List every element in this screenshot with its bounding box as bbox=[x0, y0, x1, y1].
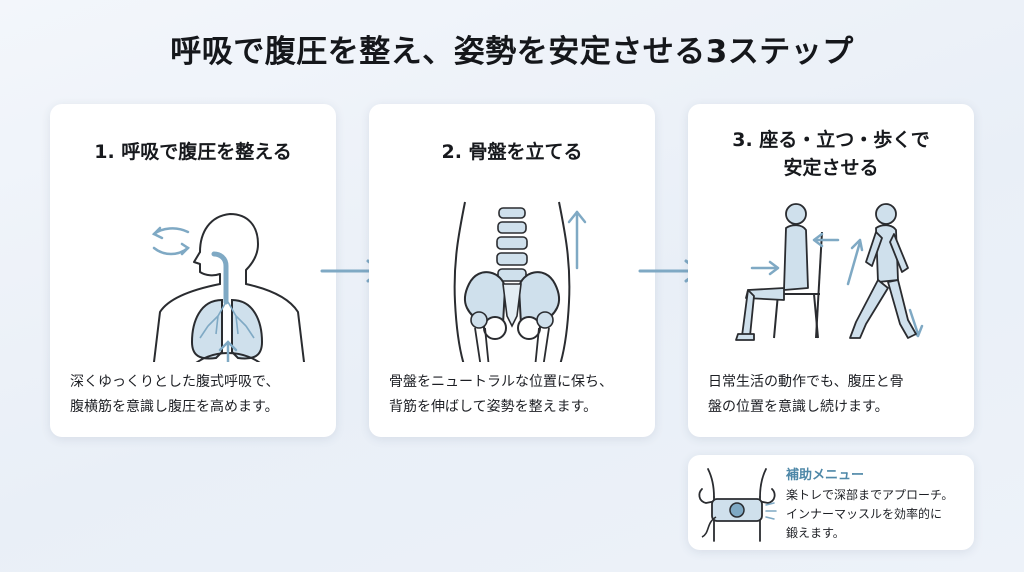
step-card-3: 3. 座る・立つ・歩くで 安定させる bbox=[688, 104, 974, 437]
step-1-description: 深くゆっくりとした腹式呼吸で、 腹横筋を意識し腹圧を高めます。 bbox=[70, 374, 280, 415]
breathing-lungs-icon bbox=[151, 213, 305, 362]
supplement-title: 補助メニュー bbox=[786, 468, 865, 483]
step-3-description: 日常生活の動作でも、腹圧と骨 盤の位置を意識し続けます。 bbox=[708, 374, 904, 415]
step-card-2: 2. 骨盤を立てる 骨盤をニュートラルな位置に保ち、 背筋を伸ばして姿勢を整えま bbox=[369, 104, 655, 437]
step-2-description: 骨盤をニュートラルな位置に保ち、 背筋を伸ばして姿勢を整えます。 bbox=[389, 374, 613, 415]
pelvis-spine-icon bbox=[453, 201, 587, 362]
supplement-card: 補助メニュー 楽トレで深部までアプローチ。 インナーマッスルを効率的に 鍛えます… bbox=[688, 455, 974, 550]
step-2-title: 2. 骨盤を立てる bbox=[441, 141, 583, 163]
page-title: 呼吸で腹圧を整え、姿勢を安定させる3ステップ bbox=[170, 34, 854, 70]
ems-belt-icon bbox=[698, 468, 777, 542]
step-card-1: 1. 呼吸で腹圧を整える 深くゆっくりとした腹式呼吸で、 腹横筋を意識し腹圧を高… bbox=[50, 104, 336, 437]
supplement-description: 楽トレで深部までアプローチ。 インナーマッスルを効率的に 鍛えます。 bbox=[786, 488, 954, 540]
sitting-walking-icon bbox=[735, 203, 924, 341]
step-1-title: 1. 呼吸で腹圧を整える bbox=[94, 141, 292, 163]
step-3-title: 3. 座る・立つ・歩くで 安定させる bbox=[732, 129, 930, 179]
